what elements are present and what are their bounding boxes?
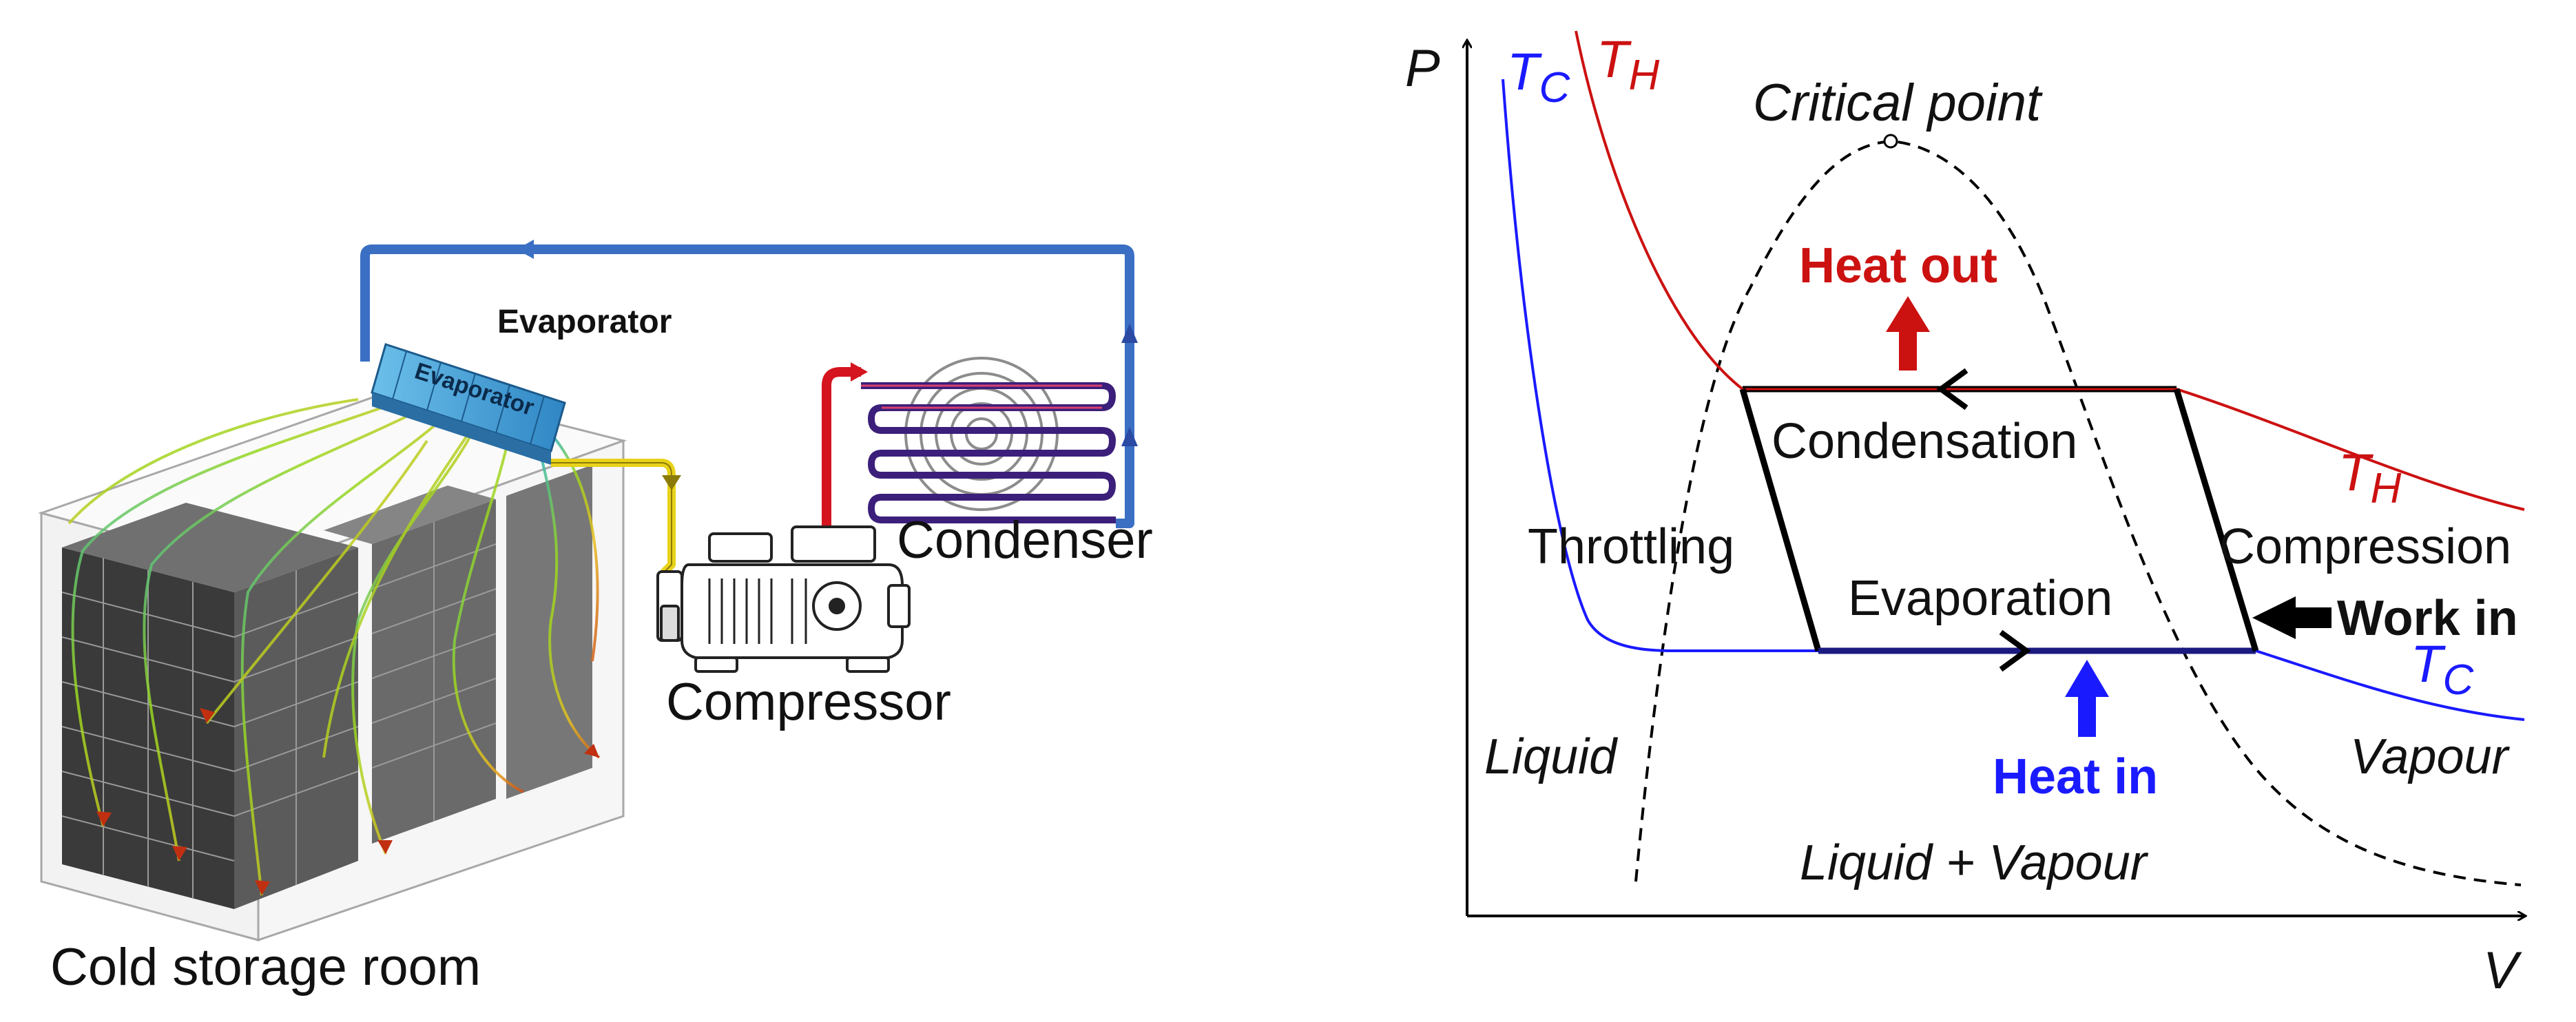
condenser-outlet-arrows (1121, 324, 1138, 446)
heat-in-label: Heat in (1993, 749, 2158, 804)
compressor-label: Compressor (666, 673, 951, 731)
th-label-top: TH (1597, 30, 1659, 99)
condenser-coil (861, 382, 1116, 523)
liquid-vapour-region-label: Liquid + Vapour (1800, 835, 2149, 890)
vapour-region-label: Vapour (2350, 729, 2511, 784)
th-label-right: TH (2338, 444, 2401, 512)
refrigeration-cycle (1739, 368, 2259, 672)
throttling-path (1739, 388, 1822, 652)
v-axis-label: V (2483, 941, 2522, 1000)
evaporation-direction-arrow (1999, 629, 2031, 672)
tc-label-right: TC (2411, 635, 2474, 704)
condenser-unit (861, 357, 1116, 523)
compressor-unit (656, 525, 911, 673)
work-in-label: Work in (2337, 591, 2518, 646)
discharge-line-pipe (822, 367, 861, 544)
heat-in-arrow (2065, 660, 2109, 737)
cold-isotherm (1502, 79, 2525, 721)
discharge-line-arrow (851, 362, 868, 382)
critical-point-marker (1883, 134, 1898, 149)
tc-label-top: TC (1507, 43, 1570, 112)
liquid-line-arrow (517, 240, 534, 259)
compression-label: Compression (2219, 519, 2511, 574)
refrigeration-system: Evaporator Evaporator (37, 240, 1153, 997)
heat-out-label: Heat out (1799, 238, 1997, 293)
compression-path (2173, 388, 2259, 652)
liquid-line-pipe (360, 244, 1134, 528)
condensation-direction-arrow (1936, 368, 1969, 410)
pv-diagram: P V Critical point TC TH TH TC Hea (1405, 30, 2524, 1000)
liquid-region-label: Liquid (1484, 729, 1618, 784)
suction-line-arrow (662, 475, 681, 490)
condenser-label: Condenser (897, 511, 1153, 570)
evaporator-callout-label: Evaporator (497, 304, 672, 340)
critical-point-label: Critical point (1753, 74, 2043, 132)
throttling-label: Throttling (1528, 519, 1734, 574)
cold-storage-room (37, 384, 627, 942)
heat-out-arrow (1886, 296, 1930, 371)
airflow-streamlines (67, 398, 601, 896)
evaporation-label: Evaporation (1848, 571, 2112, 626)
condensation-label: Condensation (1772, 414, 2077, 469)
airflow-arrows (96, 708, 599, 895)
work-in-arrow (2252, 596, 2331, 639)
cold-storage-room-label: Cold storage room (50, 938, 481, 997)
p-axis-label: P (1405, 39, 1440, 98)
saturation-dome (1634, 139, 2522, 886)
